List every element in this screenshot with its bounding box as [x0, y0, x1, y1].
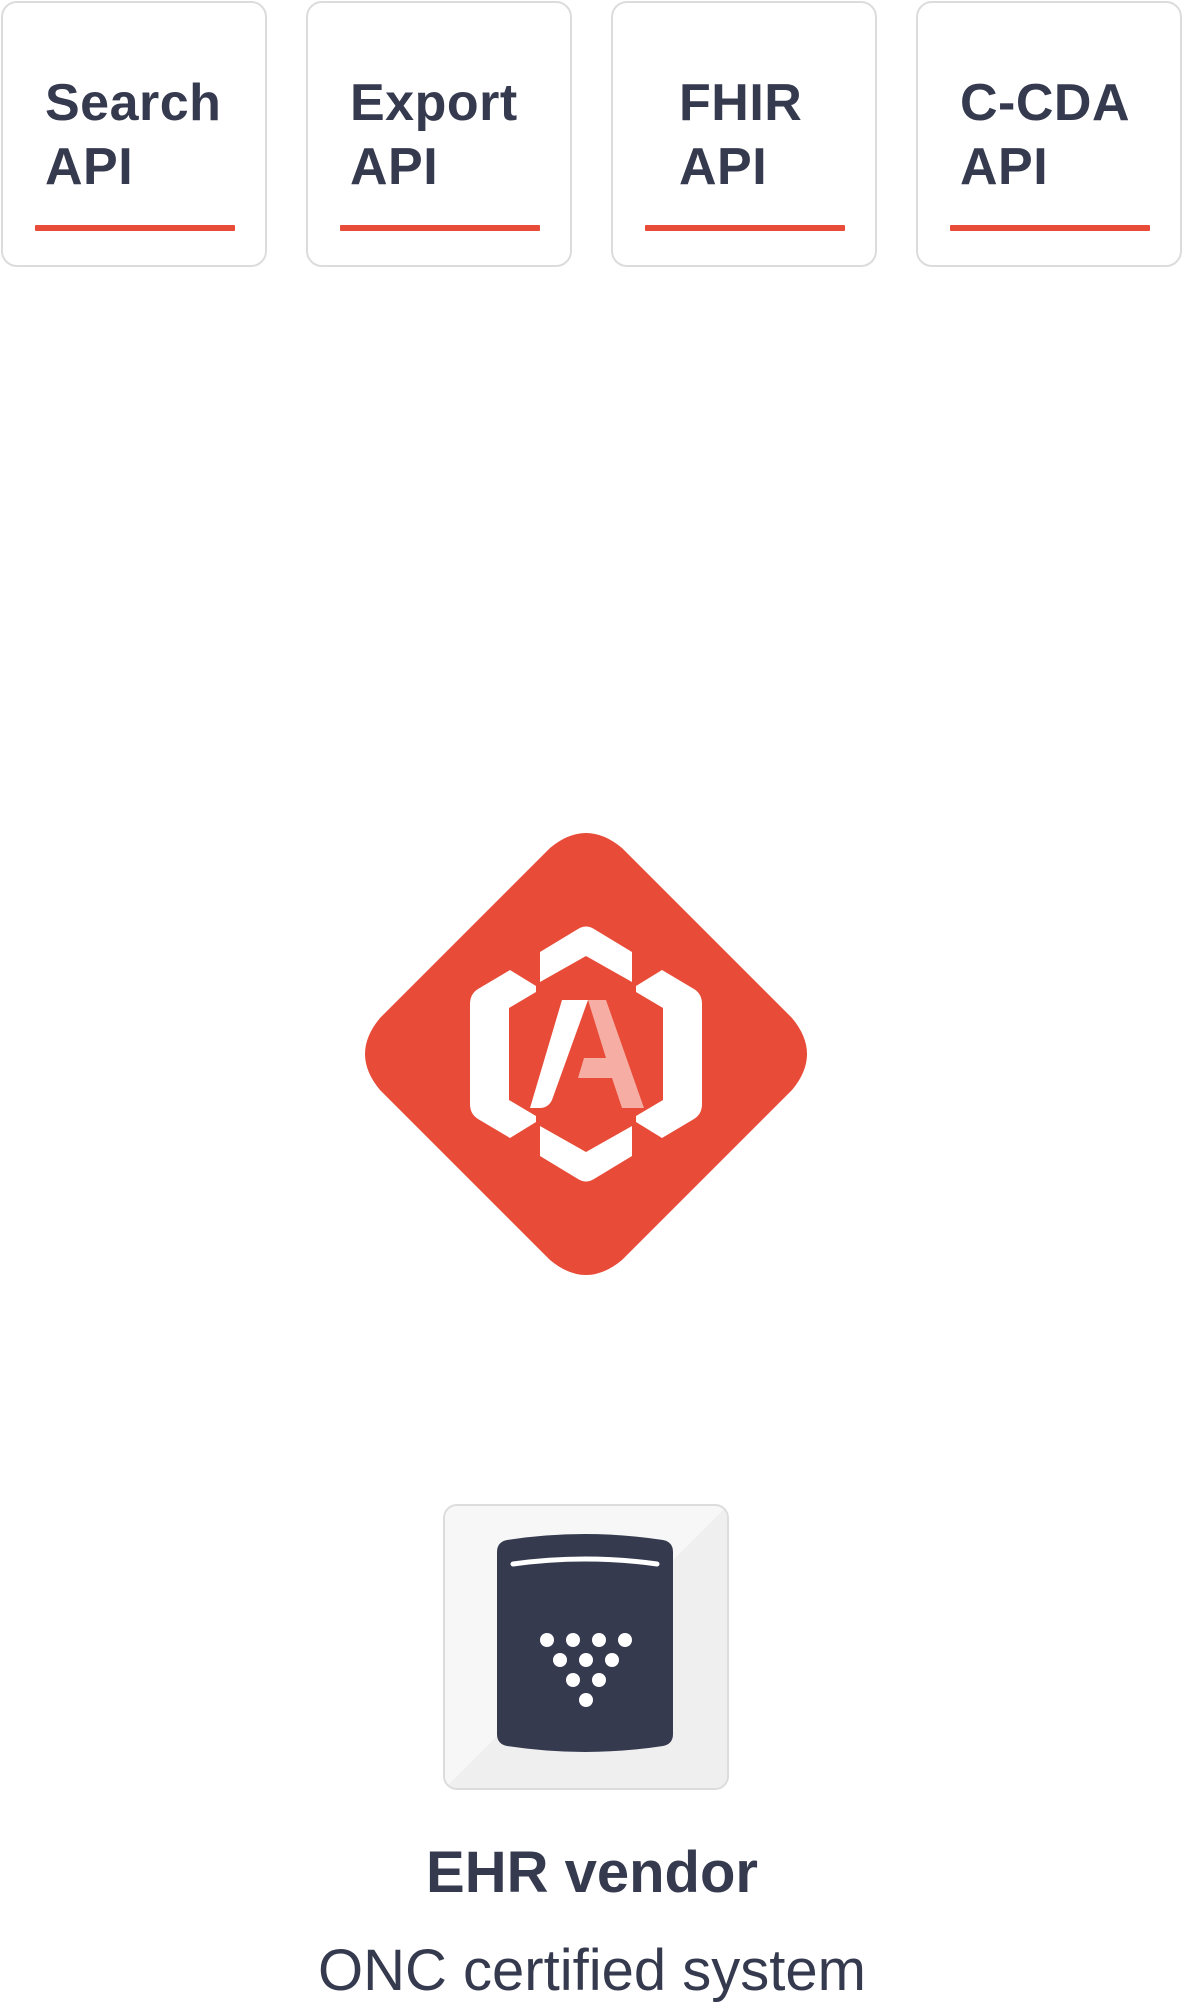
api-label-line1: Search	[45, 74, 222, 132]
fhir-api-card[interactable]: FHIR API	[611, 1, 877, 267]
api-underline	[645, 225, 845, 231]
ccda-api-label: C-CDA API	[960, 71, 1130, 199]
logo-diamond	[365, 833, 807, 1275]
api-label-line1: FHIR	[679, 74, 803, 132]
api-label-line1: C-CDA	[960, 74, 1131, 132]
search-api-card[interactable]: Search API	[1, 1, 267, 267]
api-underline	[35, 225, 235, 231]
api-underline	[340, 225, 540, 231]
api-underline	[950, 225, 1150, 231]
ehr-vendor-icon-box	[443, 1504, 729, 1790]
vendor-title: EHR vendor	[426, 1840, 758, 1905]
vendor-subtitle: ONC certified system	[318, 1938, 866, 2003]
logo-hexagon	[470, 926, 702, 1182]
api-label-line2: API	[679, 138, 768, 196]
export-api-card[interactable]: Export API	[306, 1, 572, 267]
api-label-line1: Export	[350, 74, 518, 132]
ccda-api-card[interactable]: C-CDA API	[916, 1, 1182, 267]
ehr-database-icon	[445, 1506, 727, 1788]
api-label-line2: API	[45, 138, 134, 196]
logo-letter-a-left	[530, 1000, 588, 1108]
fhir-api-label: FHIR API	[679, 71, 802, 199]
api-label-line2: API	[350, 138, 439, 196]
logo-letter-a-right	[578, 1000, 644, 1108]
export-api-label: Export API	[350, 71, 518, 199]
api-cards-row: Search API Export API FHIR API C-CDA API	[0, 0, 1184, 270]
api-label-line2: API	[960, 138, 1049, 196]
hexagon-a-logo-icon	[364, 832, 808, 1276]
search-api-label: Search API	[45, 71, 221, 199]
